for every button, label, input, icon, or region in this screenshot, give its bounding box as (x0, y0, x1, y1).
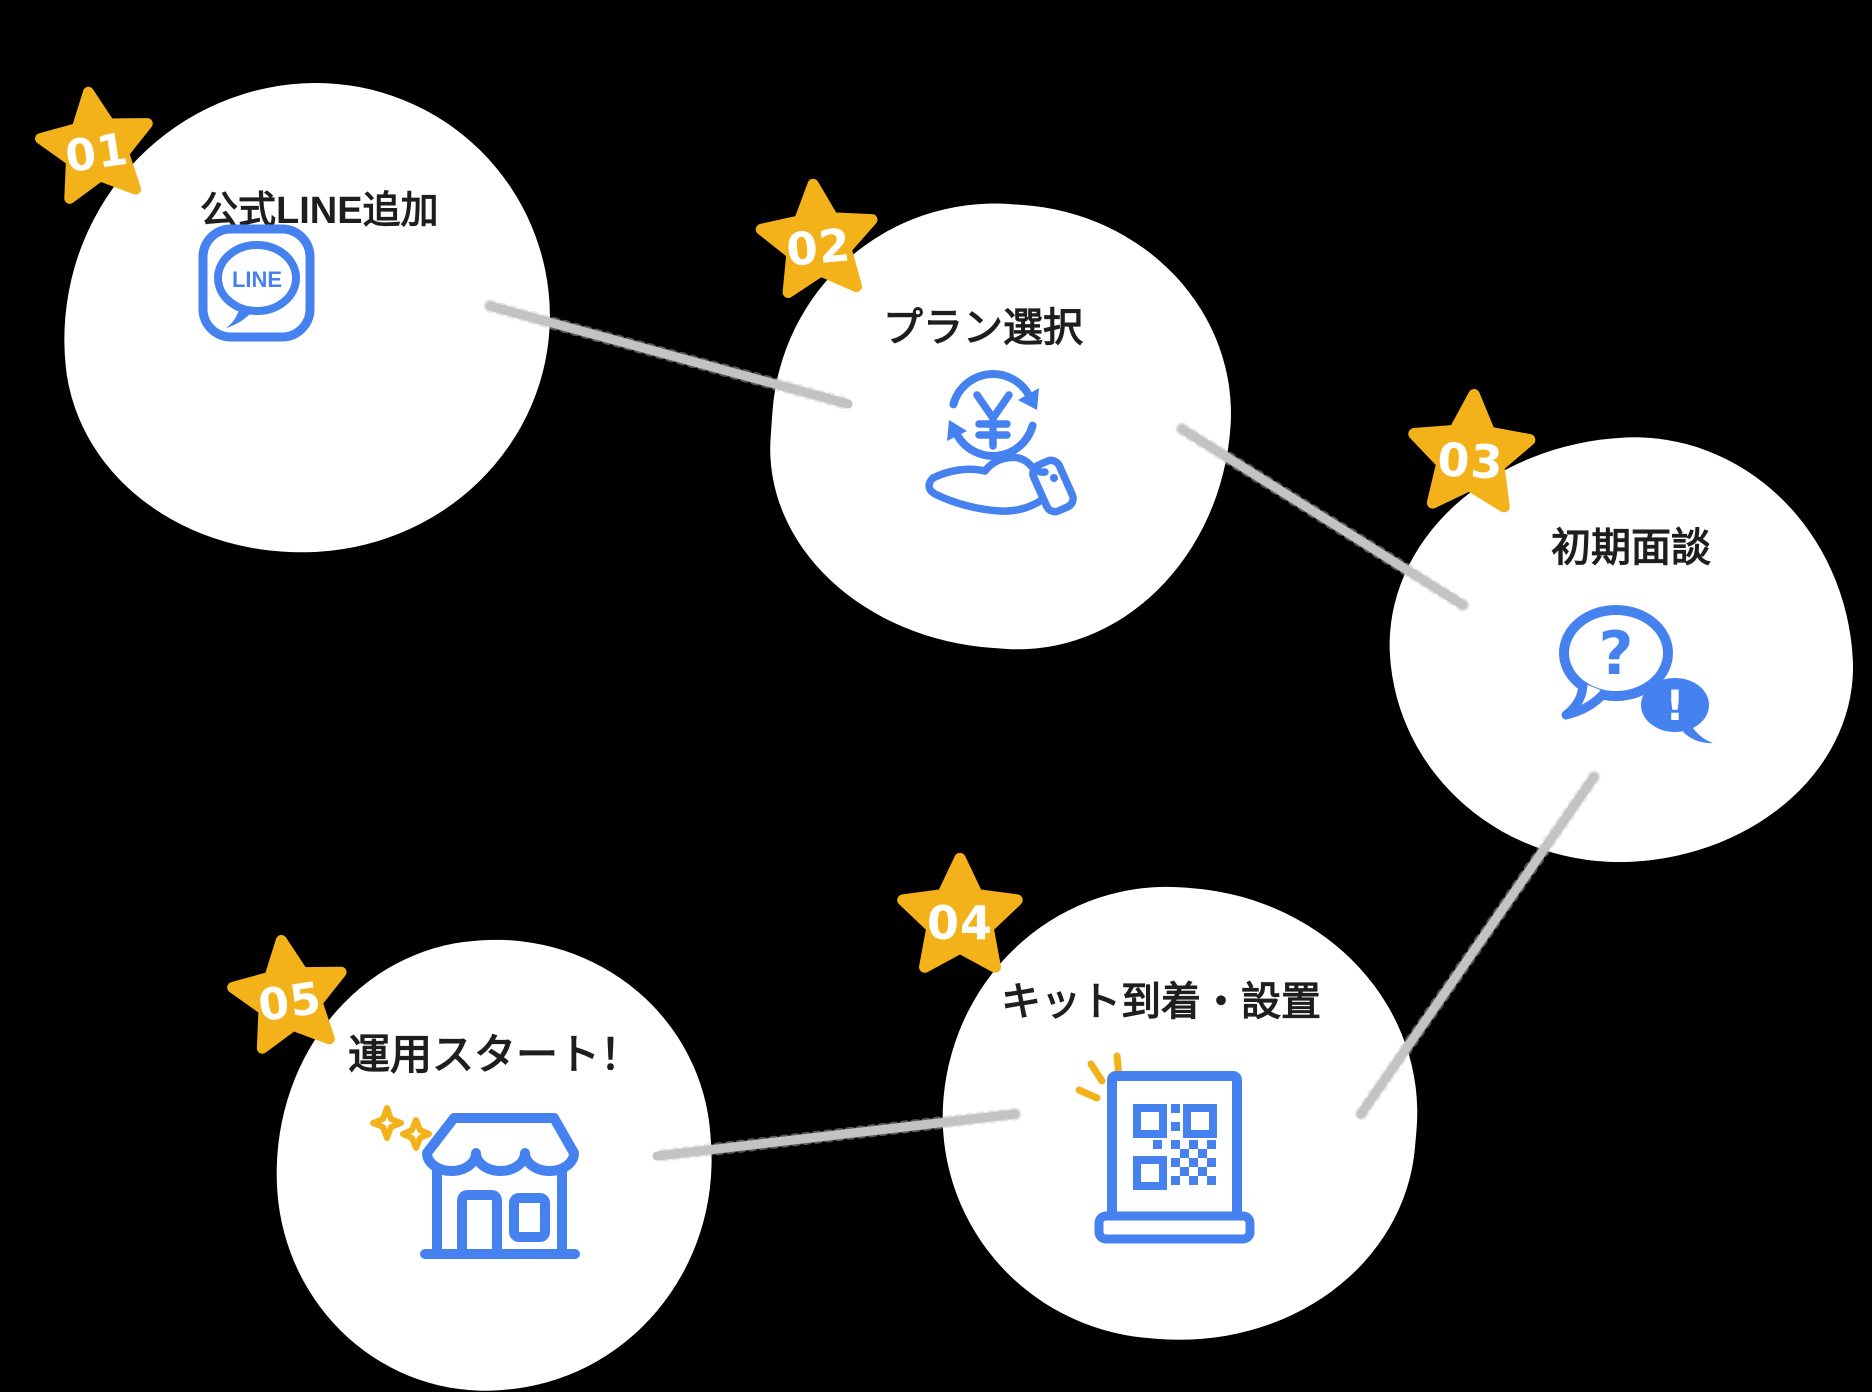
connector-step3-step4 (1356, 772, 1599, 1119)
line-app-icon: LINE (198, 222, 315, 344)
step4-star-badge: 04 (886, 842, 1034, 990)
star-icon (897, 852, 1023, 973)
connector-step4-step5 (652, 1109, 1020, 1161)
qr-pattern (1133, 1104, 1217, 1190)
store-outline (420, 1113, 580, 1259)
step3-number: 03 (1436, 431, 1505, 490)
step1-star-badge: 01 (17, 67, 175, 225)
step1-number: 01 (62, 123, 132, 183)
step3-label: 初期面談 (1551, 526, 1711, 570)
step2-label: プラン選択 (883, 306, 1083, 350)
star-icon (227, 934, 347, 1054)
connector-step2-step3 (1177, 424, 1468, 610)
connector-step1-step2 (485, 301, 853, 409)
step3-star-badge: 03 (1392, 374, 1550, 532)
star-icon (1408, 389, 1536, 513)
sparkle-stars (370, 1105, 432, 1151)
step5-number: 05 (255, 972, 325, 1032)
chat-bubbles-icon: ? ! (1553, 603, 1718, 745)
step5-star-badge: 05 (209, 915, 369, 1075)
star-icon (755, 178, 878, 299)
qr-kit-stand-icon (1075, 1048, 1270, 1244)
step1-label: 公式LINE追加 (200, 190, 439, 232)
storefront-icon (370, 1096, 587, 1262)
step4-number: 04 (926, 896, 993, 951)
line-wordmark: LINE (232, 267, 282, 292)
open-hand (925, 453, 1077, 516)
step4-label: キット到着・設置 (1001, 980, 1321, 1024)
question-mark: ? (1599, 619, 1634, 689)
exclamation-mark: ! (1665, 681, 1684, 730)
star-icon (35, 86, 153, 204)
yen-symbol-strokes (973, 391, 1013, 450)
step2-number: 02 (784, 217, 854, 277)
step2-star-badge: 02 (740, 162, 896, 318)
step5-label: 運用スタート！ (348, 1031, 643, 1078)
yen-hand-icon (925, 360, 1077, 522)
